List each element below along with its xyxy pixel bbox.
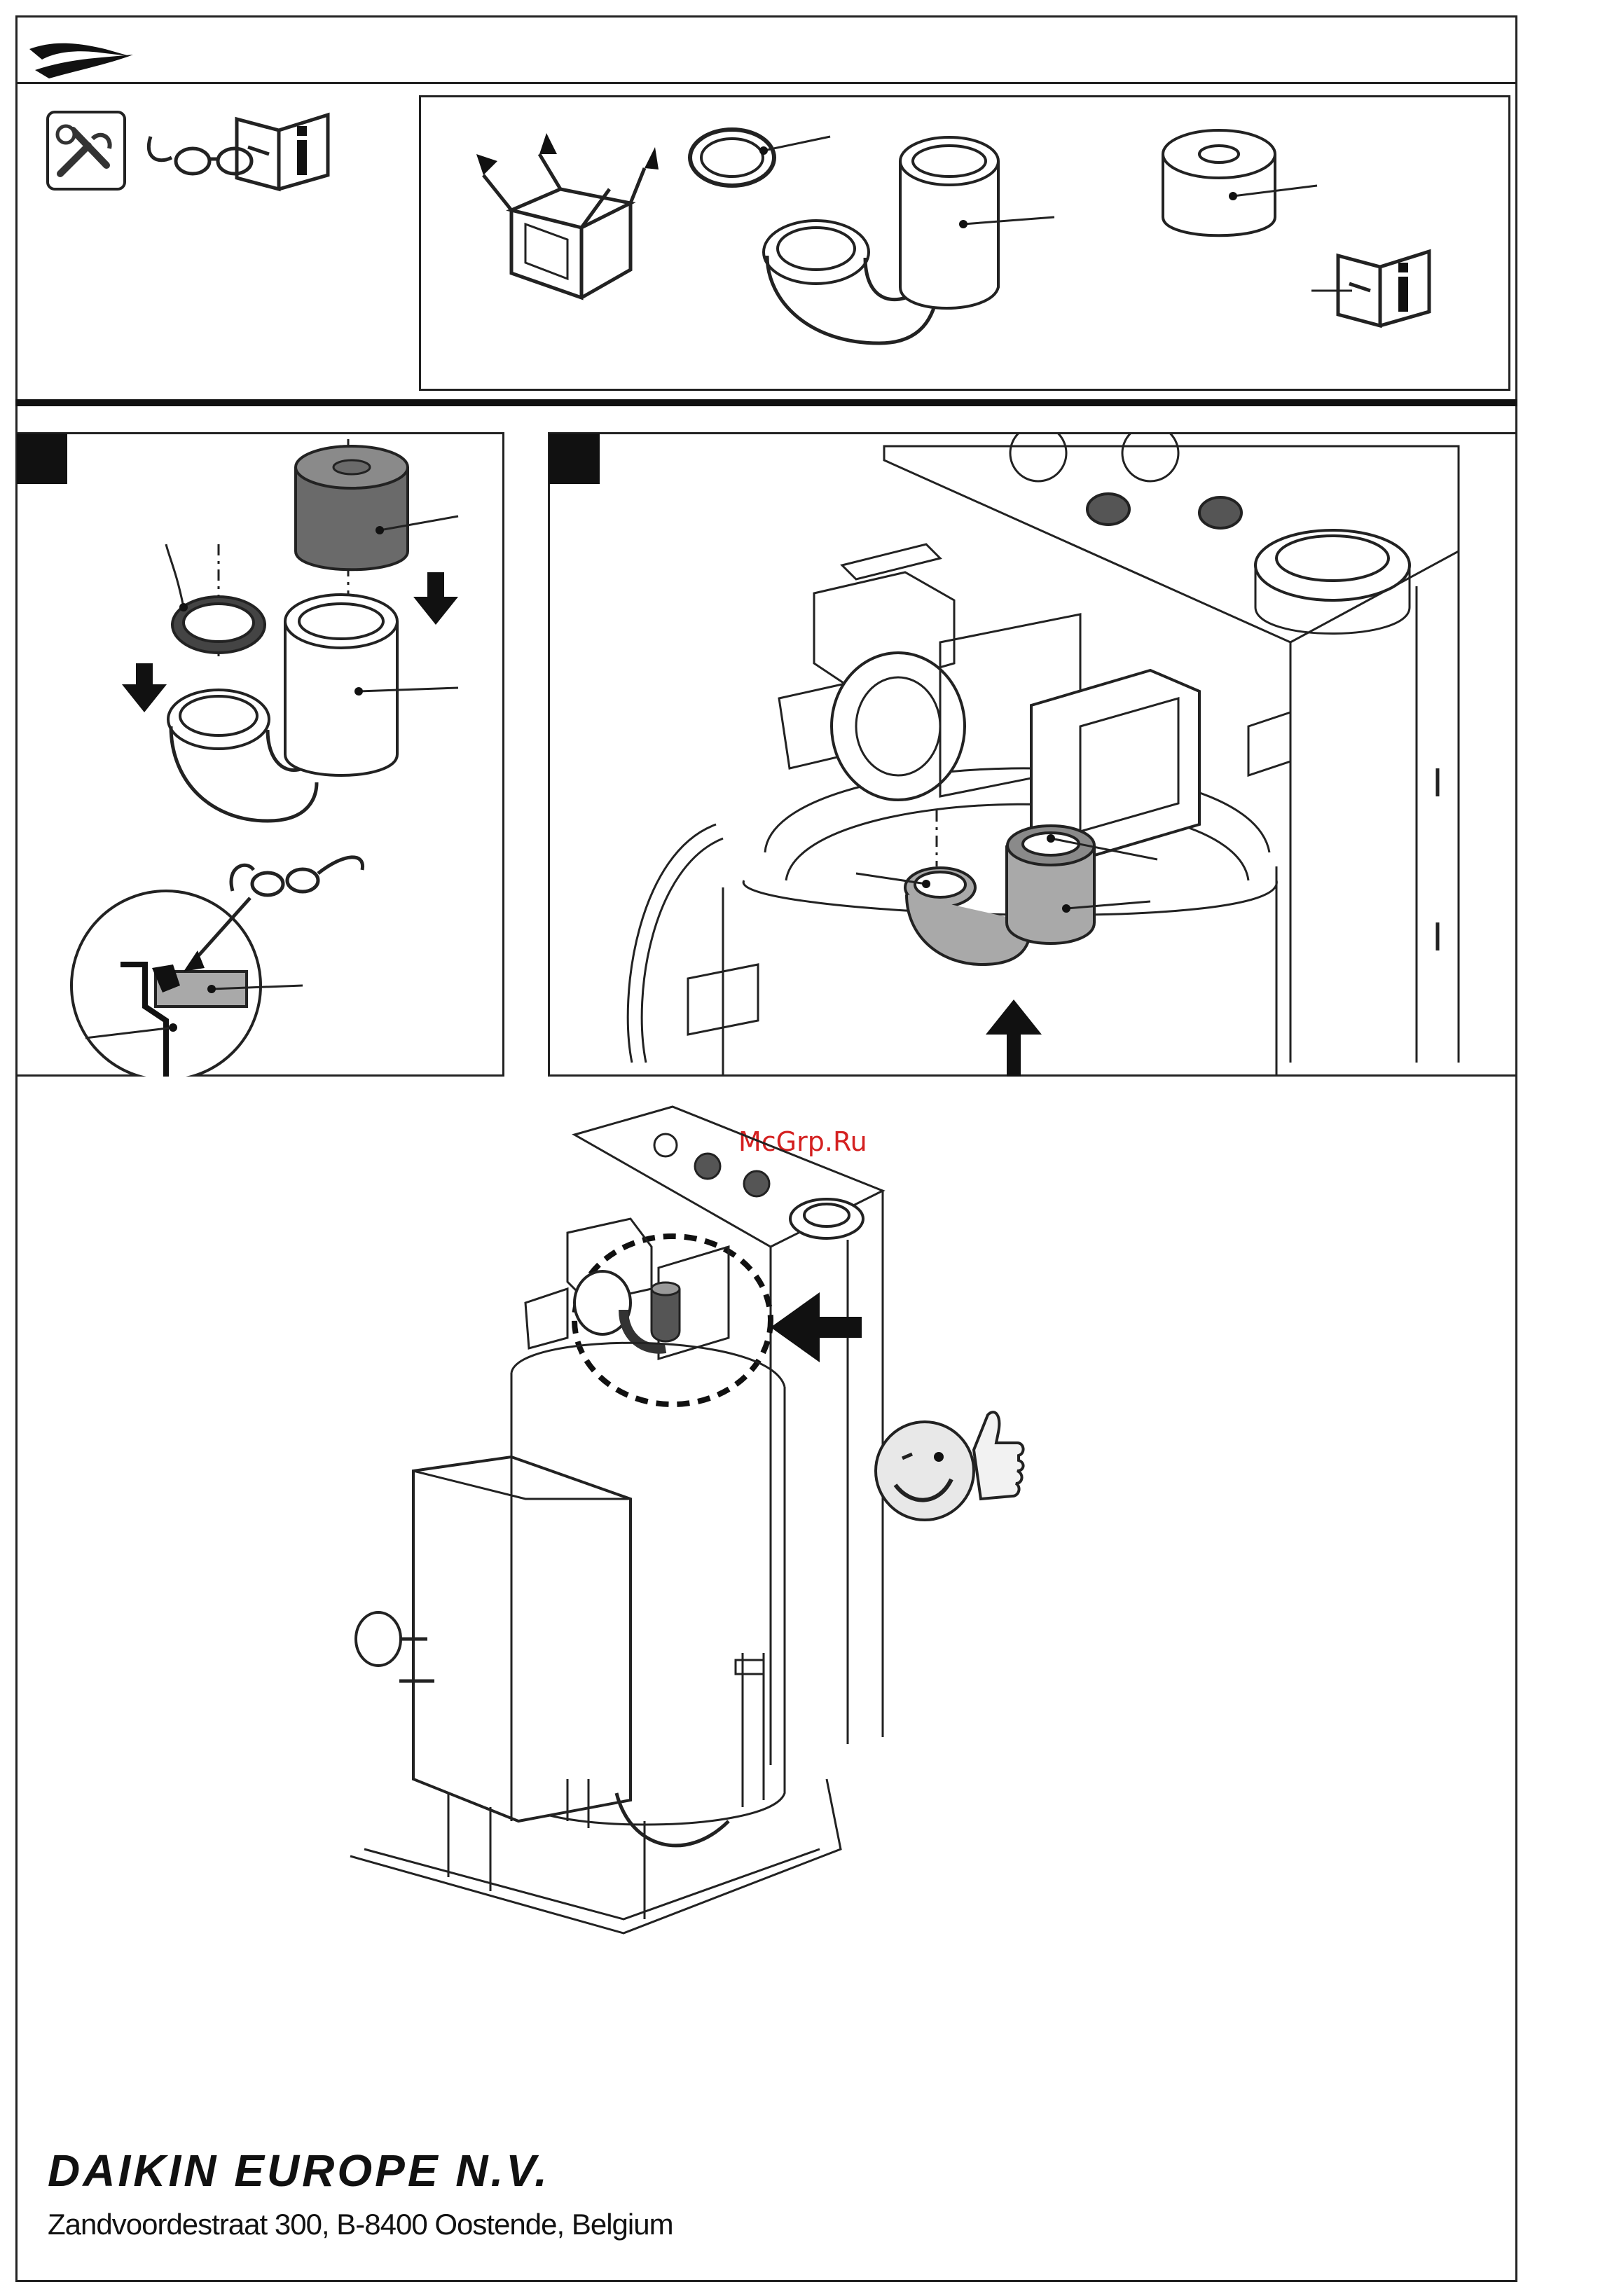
section-divider — [15, 399, 1517, 406]
manual-info-icon — [230, 105, 342, 196]
company-name: DAIKIN EUROPE N.V. — [48, 2145, 550, 2197]
open-box-icon — [469, 126, 666, 308]
filter-cap-icon — [1156, 126, 1338, 252]
manual-info-icon-parts — [1310, 242, 1471, 340]
installer-tools-icon — [45, 109, 136, 200]
company-address: Zandvoordestraat 300, B-8400 Oostende, B… — [48, 2208, 673, 2241]
complete-unit-diagram — [336, 1079, 1177, 2059]
unit-interior-diagram — [548, 432, 1517, 1077]
smiley-thumbs-up-icon — [869, 1401, 1030, 1541]
pliers-icon — [21, 21, 161, 91]
header-divider — [15, 82, 1517, 84]
step1-assembly-diagram — [15, 432, 504, 1077]
siphon-elbow-icon — [760, 133, 1054, 385]
